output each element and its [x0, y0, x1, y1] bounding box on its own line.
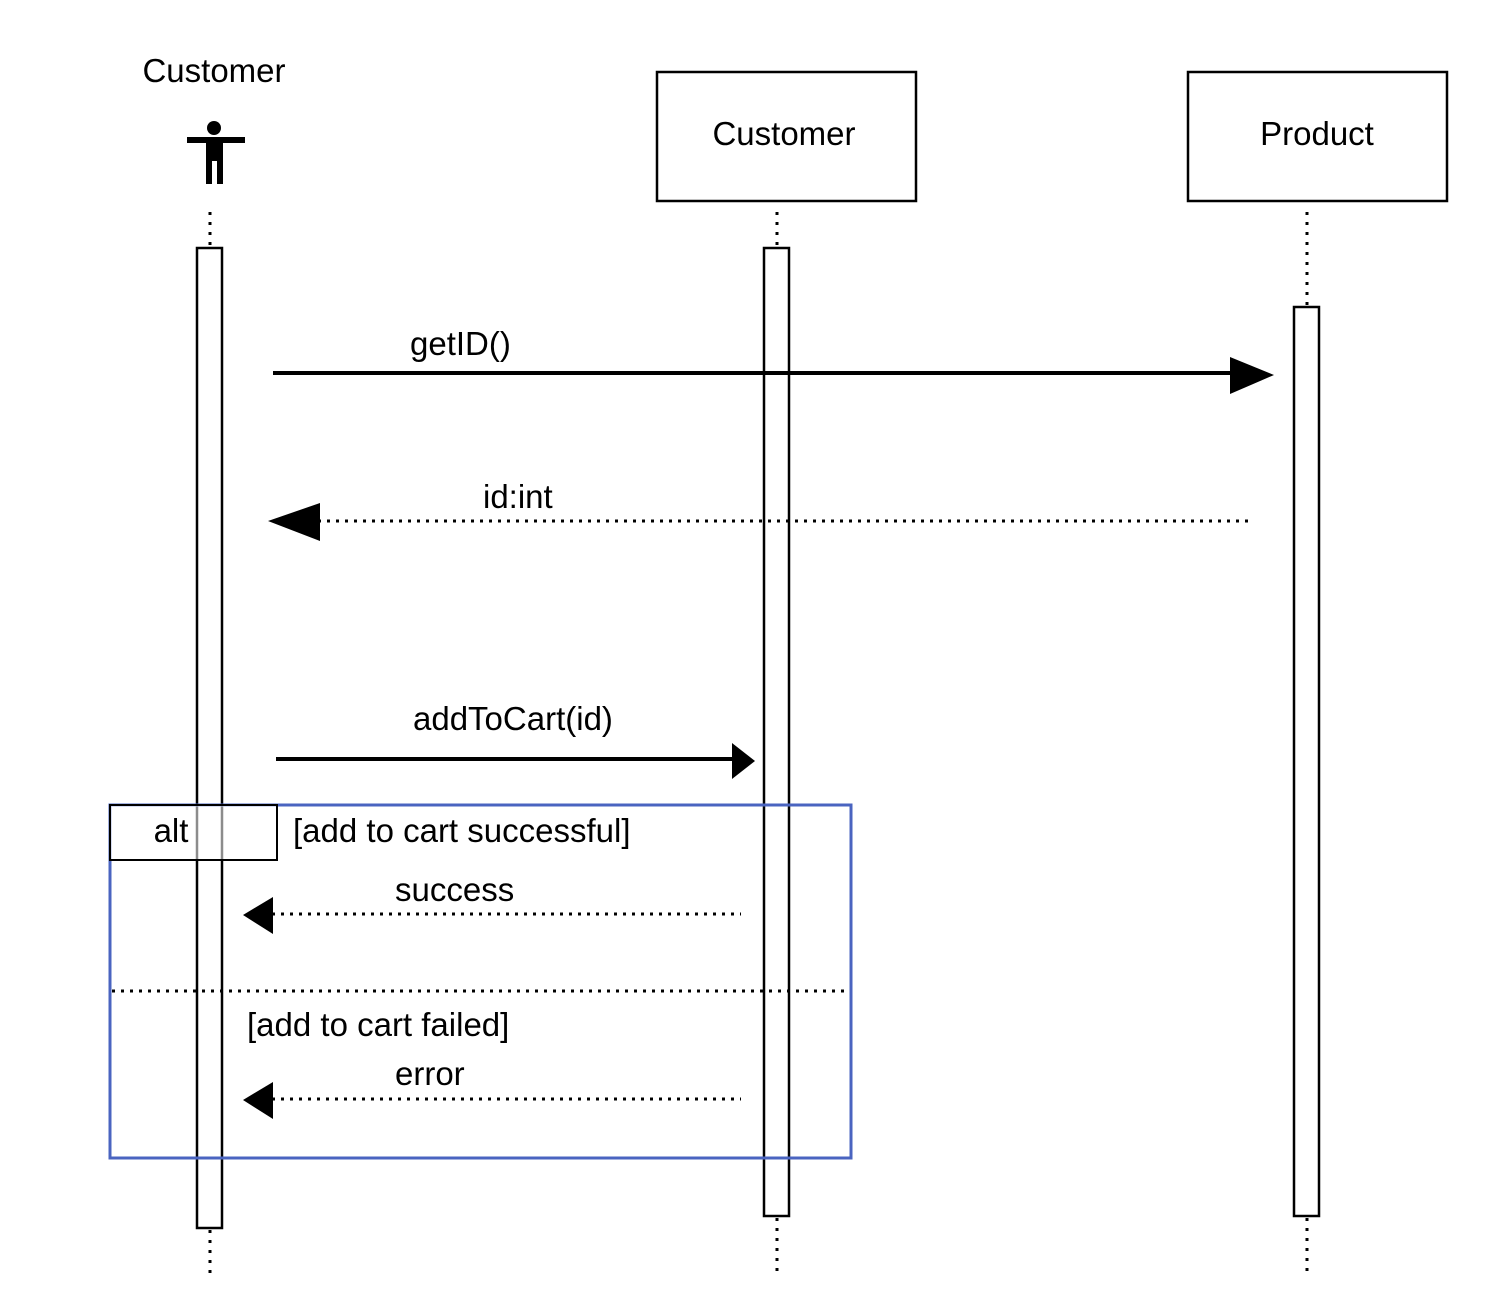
add-to-cart-label: addToCart(id) [413, 700, 613, 737]
actor-activation-bar[interactable] [195, 246, 224, 1230]
get-id-arrowhead-icon [1230, 357, 1274, 394]
alt-guard-success: [add to cart successful] [293, 812, 631, 849]
actor-label: Customer [142, 52, 285, 89]
customer-object-box [655, 70, 918, 203]
participant-customer-object[interactable]: Customer [655, 70, 918, 203]
customer-object-label: Customer [712, 115, 855, 152]
message-add-to-cart[interactable]: addToCart(id) [276, 700, 755, 779]
message-id-int[interactable]: id:int [268, 478, 1252, 541]
actor-stick-figure-icon [187, 121, 245, 184]
product-object-label: Product [1260, 115, 1374, 152]
alt-operator-tag [109, 804, 278, 861]
success-label: success [395, 871, 514, 908]
message-get-id[interactable]: getID() [273, 325, 1274, 394]
message-success[interactable]: success [243, 871, 741, 934]
success-arrowhead-icon [243, 897, 273, 934]
id-int-label: id:int [483, 478, 553, 515]
error-label: error [395, 1055, 465, 1092]
message-error[interactable]: error [243, 1055, 741, 1119]
alt-fragment[interactable]: alt [add to cart successful] [add to car… [108, 803, 853, 1160]
product-activation-bar[interactable] [1292, 305, 1321, 1218]
error-arrowhead-icon [243, 1082, 273, 1119]
participant-product-object[interactable]: Product [1186, 70, 1449, 203]
participant-actor[interactable]: Customer [142, 52, 286, 184]
alt-fragment-frame [108, 803, 853, 1160]
alt-guard-failed: [add to cart failed] [247, 1006, 509, 1043]
id-int-arrowhead-icon [268, 503, 320, 541]
alt-operator-label: alt [154, 812, 189, 849]
add-to-cart-arrowhead-icon [732, 743, 755, 779]
customer-activation-bar[interactable] [762, 246, 791, 1218]
get-id-label: getID() [410, 325, 511, 362]
product-object-box [1186, 70, 1449, 203]
